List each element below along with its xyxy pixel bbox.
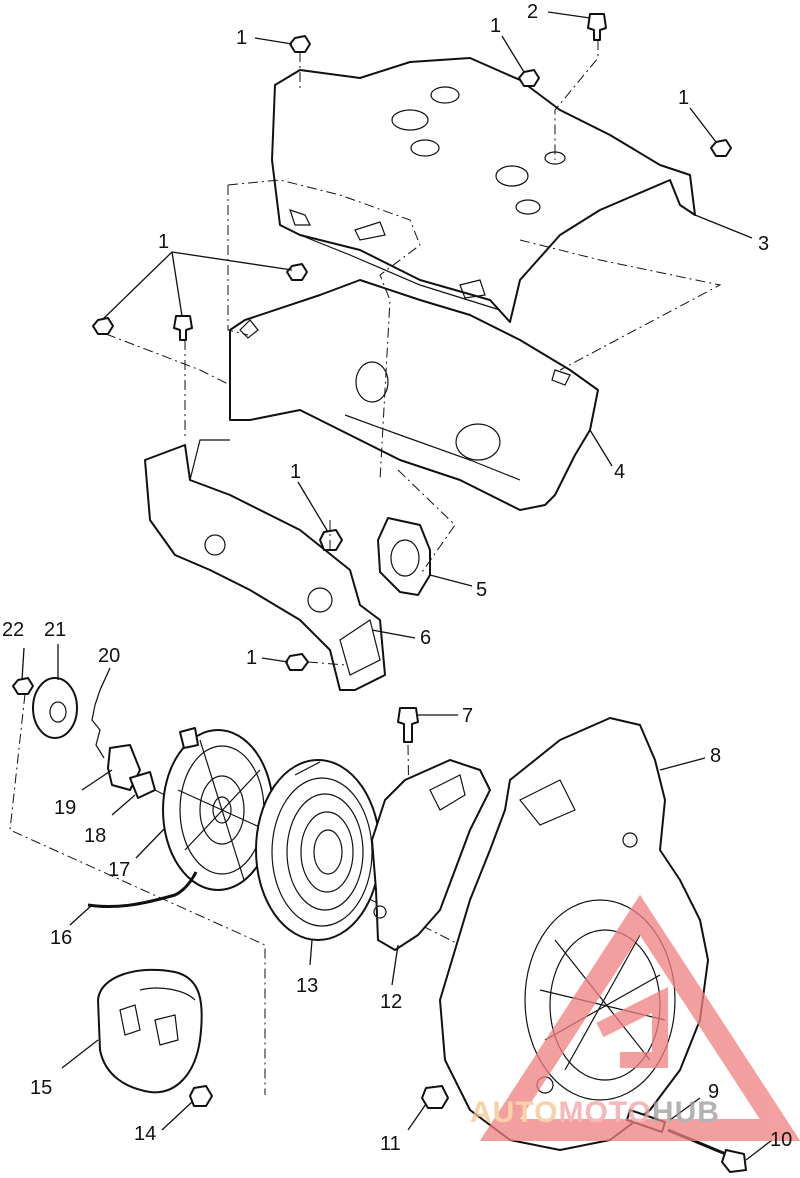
cover-bracket-part-12 <box>371 759 491 951</box>
upper-shroud-part-3 <box>271 57 696 323</box>
clip-part-20 <box>91 689 105 759</box>
callout-7: 7 <box>462 705 473 727</box>
watermark-triangle-icon <box>479 894 800 1141</box>
gasket-part-5 <box>377 517 431 596</box>
callout-6: 6 <box>420 627 431 649</box>
watermark-prefix: AUTO <box>470 1096 558 1129</box>
callout-22: 22 <box>2 619 24 641</box>
callout-10: 10 <box>770 1129 792 1151</box>
callout-14: 14 <box>134 1123 156 1145</box>
callout-20: 20 <box>98 645 120 667</box>
callout-12: 12 <box>380 991 402 1013</box>
recoil-spring-part-13 <box>255 759 381 941</box>
callout-15: 15 <box>30 1077 52 1099</box>
screw-part-14 <box>189 1085 213 1107</box>
pulley-part-17 <box>162 727 274 891</box>
callout-2: 2 <box>527 1 538 23</box>
callout-8: 8 <box>710 745 721 767</box>
callout-1: 1 <box>490 15 501 37</box>
watermark-suffix: HUB <box>652 1096 720 1129</box>
callout-labels: 1 1 2 1 3 1 4 1 5 6 1 22 21 20 7 8 19 18… <box>2 1 792 1155</box>
blower-housing-part-8 <box>439 717 709 1151</box>
watermark: AUTOMOTOHUB <box>470 894 800 1141</box>
callout-4: 4 <box>614 461 625 483</box>
callout-1: 1 <box>678 87 689 109</box>
callout-9: 9 <box>708 1081 719 1103</box>
fasteners <box>12 13 732 695</box>
callout-1: 1 <box>158 231 169 253</box>
screw-part-11 <box>421 1085 449 1109</box>
callout-13: 13 <box>296 975 318 997</box>
callout-1: 1 <box>290 461 301 483</box>
svg-text:AUTOMOTOHUB: AUTOMOTOHUB <box>470 1096 720 1129</box>
callout-21: 21 <box>44 619 66 641</box>
callout-11: 11 <box>380 1133 401 1155</box>
callout-16: 16 <box>50 927 72 949</box>
bolt-part-7 <box>397 707 419 743</box>
watermark-middle: MOTO <box>558 1096 651 1129</box>
bracket-part-6 <box>144 439 386 691</box>
leader-lines <box>21 11 773 1161</box>
rope-part-16 <box>87 871 198 909</box>
callout-19: 19 <box>54 797 76 819</box>
lower-shroud-part-4 <box>229 279 599 511</box>
callout-1: 1 <box>236 27 247 49</box>
watermark-inner-mark-icon <box>596 987 668 1068</box>
callout-18: 18 <box>84 825 106 847</box>
disc-part-21 <box>32 677 78 739</box>
callout-5: 5 <box>476 579 487 601</box>
spring-part-18 <box>129 771 156 799</box>
callout-3: 3 <box>758 233 769 255</box>
callout-1: 1 <box>246 647 257 669</box>
cup-part-15 <box>97 968 203 1094</box>
callout-17: 17 <box>108 859 130 881</box>
